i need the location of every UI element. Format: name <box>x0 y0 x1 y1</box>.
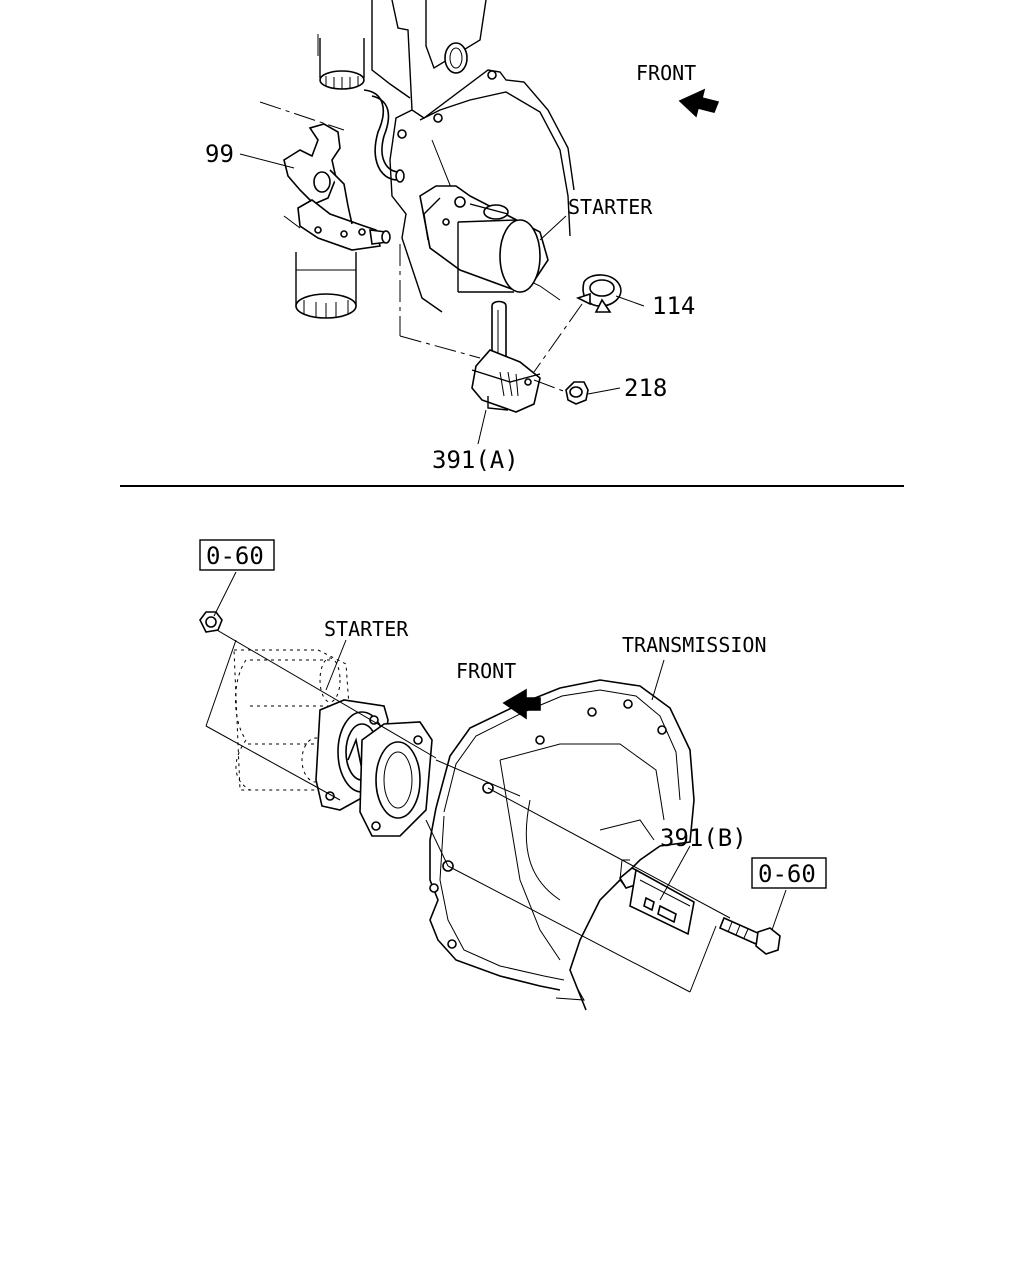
callout-99: 99 <box>205 140 234 168</box>
nut-218 <box>565 381 589 405</box>
bolt-0-60 <box>718 916 781 955</box>
ref-box-top-left <box>199 539 275 571</box>
ref-box-label-1: 0-60 <box>206 542 264 570</box>
harness-clip-391b <box>618 859 695 936</box>
ref-box-label-2: 0-60 <box>758 860 816 888</box>
starter-label-top: STARTER <box>568 195 653 219</box>
callout-391a: 391(A) <box>432 446 519 474</box>
bottom-view: 0-60 0-60 STARTER FRONT TRANSMISSION 391… <box>199 539 827 1011</box>
port-hole <box>444 42 468 74</box>
harness-clip-391a <box>471 300 541 413</box>
ref-box-right <box>751 857 827 889</box>
starter-label-bottom: STARTER <box>324 617 409 641</box>
callout-114: 114 <box>652 292 695 320</box>
starter-top <box>419 185 549 293</box>
filter-upper <box>319 38 365 90</box>
filter-bracket <box>283 123 391 251</box>
callout-218: 218 <box>624 374 667 402</box>
nut-0-60 <box>199 611 223 633</box>
front-label-bottom: FRONT <box>456 659 516 683</box>
transmission-housing <box>429 679 695 1011</box>
filter-lower <box>295 252 357 319</box>
transmission-label: TRANSMISSION <box>622 633 767 657</box>
front-label-top: FRONT <box>636 61 696 85</box>
top-view: FRONT STARTER 99 114 218 391(A) <box>205 0 720 474</box>
front-arrow-icon <box>502 688 541 720</box>
callout-391b: 391(B) <box>660 824 747 852</box>
front-arrow-icon <box>678 88 720 118</box>
clip-114 <box>575 274 622 313</box>
gasket-plate <box>359 721 433 837</box>
hose <box>363 89 399 181</box>
